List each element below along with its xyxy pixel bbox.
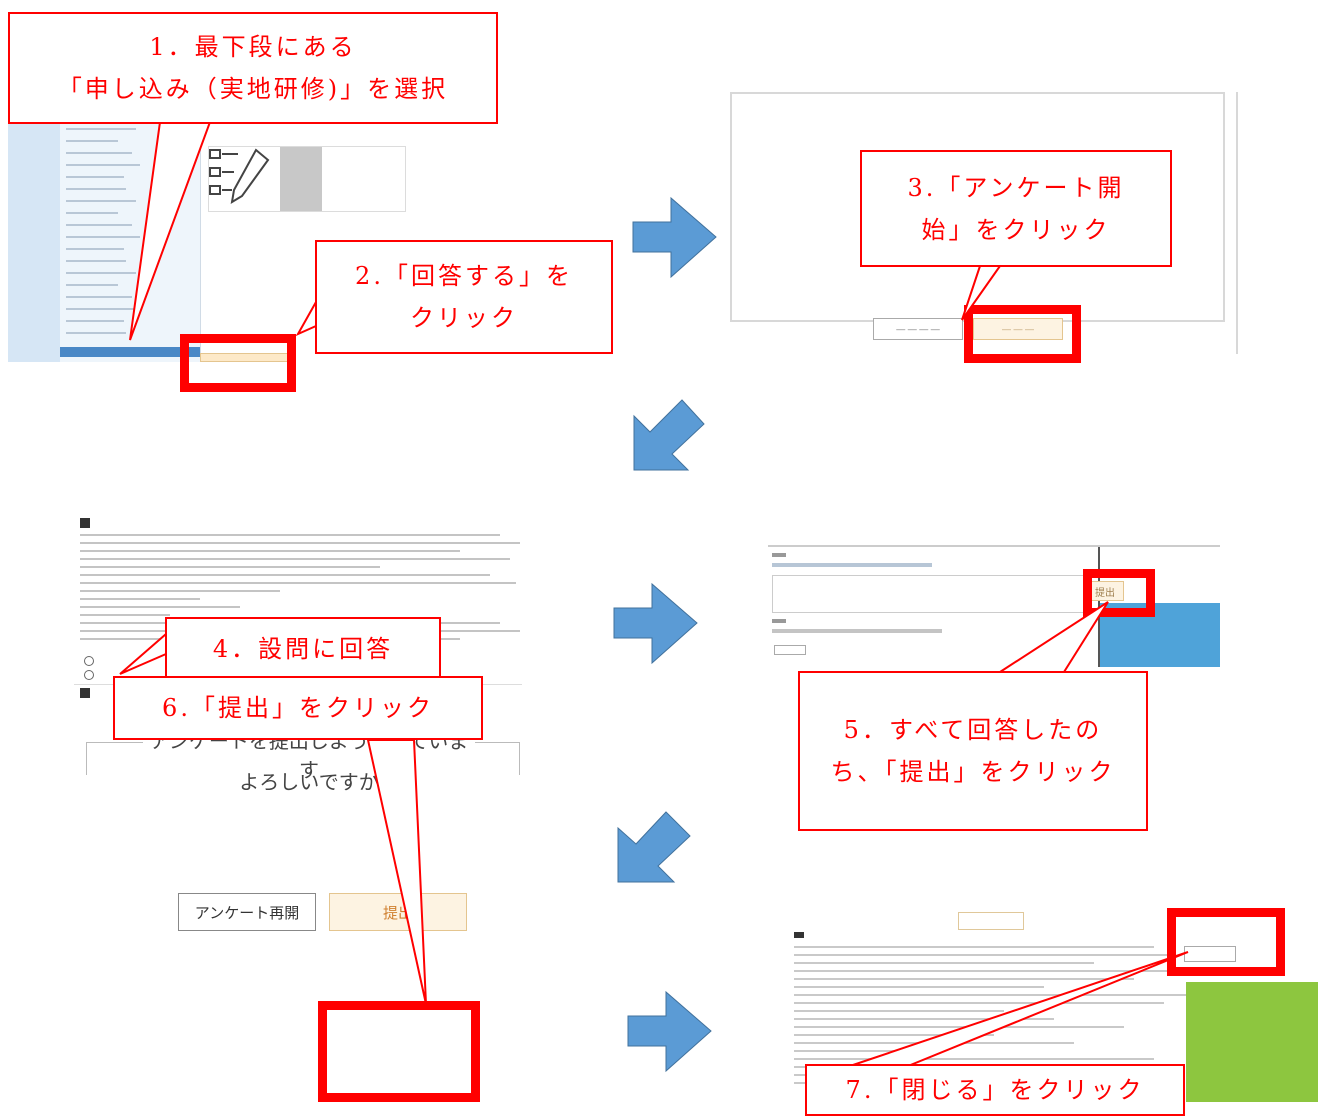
callout-step5-line1: 5．すべて回答したの xyxy=(843,716,1103,744)
scroll-edge xyxy=(1236,92,1238,354)
placeholder-text-line xyxy=(66,284,118,286)
arrow-right-icon xyxy=(627,990,712,1073)
question-1-heading xyxy=(80,518,90,528)
survey-row-line xyxy=(208,146,406,212)
placeholder-text-line xyxy=(66,152,132,154)
top-border xyxy=(768,545,1220,547)
radio-option-1[interactable] xyxy=(84,656,94,666)
placeholder-text-line xyxy=(794,1050,944,1052)
arrow-right-icon xyxy=(632,196,717,279)
callout-step6: 6.「提出」をクリック xyxy=(113,676,483,740)
submit-button-small[interactable]: 提出 xyxy=(1086,581,1124,601)
callout-step1-line2: 「申し込み（実地研修)」を選択 xyxy=(57,75,449,103)
placeholder-text-line xyxy=(66,188,126,190)
placeholder-text-line xyxy=(66,164,140,166)
submit-confirm-button[interactable]: 提出 xyxy=(329,893,467,931)
arrow-right-icon xyxy=(613,582,698,665)
placeholder-text-line xyxy=(794,946,1154,948)
placeholder-text-line xyxy=(80,582,516,584)
sidebar-panel xyxy=(8,100,60,362)
text-line xyxy=(772,629,942,633)
placeholder-text-line xyxy=(66,140,118,142)
confirm-message-line2: よろしいですか xyxy=(239,772,379,794)
placeholder-text-line xyxy=(66,296,132,298)
placeholder-text-line xyxy=(66,200,136,202)
callout-step3: 3.「アンケート開 始」をクリック xyxy=(860,150,1172,267)
placeholder-text-line xyxy=(794,1018,1054,1020)
placeholder-text-line xyxy=(80,550,460,552)
placeholder-text-line xyxy=(794,1010,1004,1012)
small-select[interactable] xyxy=(774,645,806,655)
placeholder-text-line xyxy=(794,970,1182,972)
callout-step2: 2.「回答する」を クリック xyxy=(315,240,613,354)
green-question-panel xyxy=(1186,982,1318,1102)
callout-step7: 7.「閉じる」をクリック xyxy=(805,1064,1185,1116)
screenshot-step5: 提出 xyxy=(768,545,1220,667)
placeholder-text-line xyxy=(66,308,140,310)
reopen-survey-button[interactable]: アンケート再開 xyxy=(178,893,316,931)
top-button-outline xyxy=(958,912,1024,930)
placeholder-text-line xyxy=(80,558,510,560)
text-line xyxy=(772,619,786,623)
placeholder-text-line xyxy=(66,320,124,322)
placeholder-text-line xyxy=(794,1058,1154,1060)
start-survey-button[interactable]: — — — xyxy=(973,318,1063,340)
placeholder-text-line xyxy=(794,986,1044,988)
arrow-down-left-icon xyxy=(633,399,705,471)
placeholder-text-line xyxy=(66,224,132,226)
callout-step5: 5．すべて回答したの ち、「提出」をクリック xyxy=(798,671,1148,831)
highlight-submit-small xyxy=(1083,569,1155,617)
callout-step2-line1: 2.「回答する」を xyxy=(355,262,573,290)
placeholder-text-line xyxy=(80,606,240,608)
placeholder-text-line xyxy=(794,1042,1074,1044)
question-2-heading xyxy=(80,688,90,698)
callout-step6-line1: 6.「提出」をクリック xyxy=(162,694,434,722)
highlight-answer-button xyxy=(180,334,296,392)
placeholder-text-line xyxy=(794,1026,1124,1028)
placeholder-text-line xyxy=(66,212,118,214)
callout-step4: 4．設問に回答 xyxy=(165,617,441,681)
placeholder-text-line xyxy=(66,236,140,238)
highlight-start-button xyxy=(964,305,1081,363)
placeholder-text-line xyxy=(80,590,280,592)
placeholder-text-line xyxy=(794,962,1094,964)
callout-step4-line1: 4．設問に回答 xyxy=(212,635,394,663)
highlight-submit-confirm xyxy=(318,1001,480,1102)
placeholder-text-line xyxy=(66,332,126,334)
placeholder-text-line xyxy=(80,566,380,568)
placeholder-text-line xyxy=(80,598,200,600)
placeholder-text-line xyxy=(66,272,136,274)
highlight-close-button xyxy=(1167,908,1285,976)
callout-step7-line1: 7.「閉じる」をクリック xyxy=(845,1076,1145,1104)
placeholder-text-line xyxy=(794,1034,994,1036)
radio-option-2[interactable] xyxy=(84,670,94,680)
callout-step1-line1: 1．最下段にある xyxy=(149,33,357,61)
text-line xyxy=(772,563,932,567)
placeholder-text-line xyxy=(794,954,1174,956)
placeholder-text-line xyxy=(80,534,500,536)
placeholder-text-line xyxy=(794,994,1186,996)
callout-step2-line2: クリック xyxy=(410,304,518,332)
text-input[interactable] xyxy=(772,575,1088,613)
callout-step5-line2: ち、「提出」をクリック xyxy=(830,758,1116,786)
cancel-survey-button[interactable]: — — — — xyxy=(873,318,963,340)
callout-step3-line2: 始」をクリック xyxy=(921,215,1111,244)
survey-thumb-grey xyxy=(280,146,322,212)
text-line xyxy=(772,553,786,557)
placeholder-text-line xyxy=(80,574,490,576)
placeholder-text-line xyxy=(80,542,520,544)
placeholder-text-line xyxy=(794,978,1134,980)
placeholder-text-line xyxy=(794,1002,1164,1004)
placeholder-text-line xyxy=(80,614,170,616)
placeholder-text-line xyxy=(66,176,124,178)
placeholder-text-line xyxy=(66,260,126,262)
selected-menu-item[interactable] xyxy=(60,347,200,357)
placeholder-text-line xyxy=(66,248,124,250)
callout-step1: 1．最下段にある 「申し込み（実地研修)」を選択 xyxy=(8,12,498,124)
question-heading xyxy=(794,932,804,938)
placeholder-text-line xyxy=(66,128,136,130)
callout-step3-line1: 3.「アンケート開 xyxy=(907,173,1125,202)
arrow-down-left-icon xyxy=(617,811,691,883)
